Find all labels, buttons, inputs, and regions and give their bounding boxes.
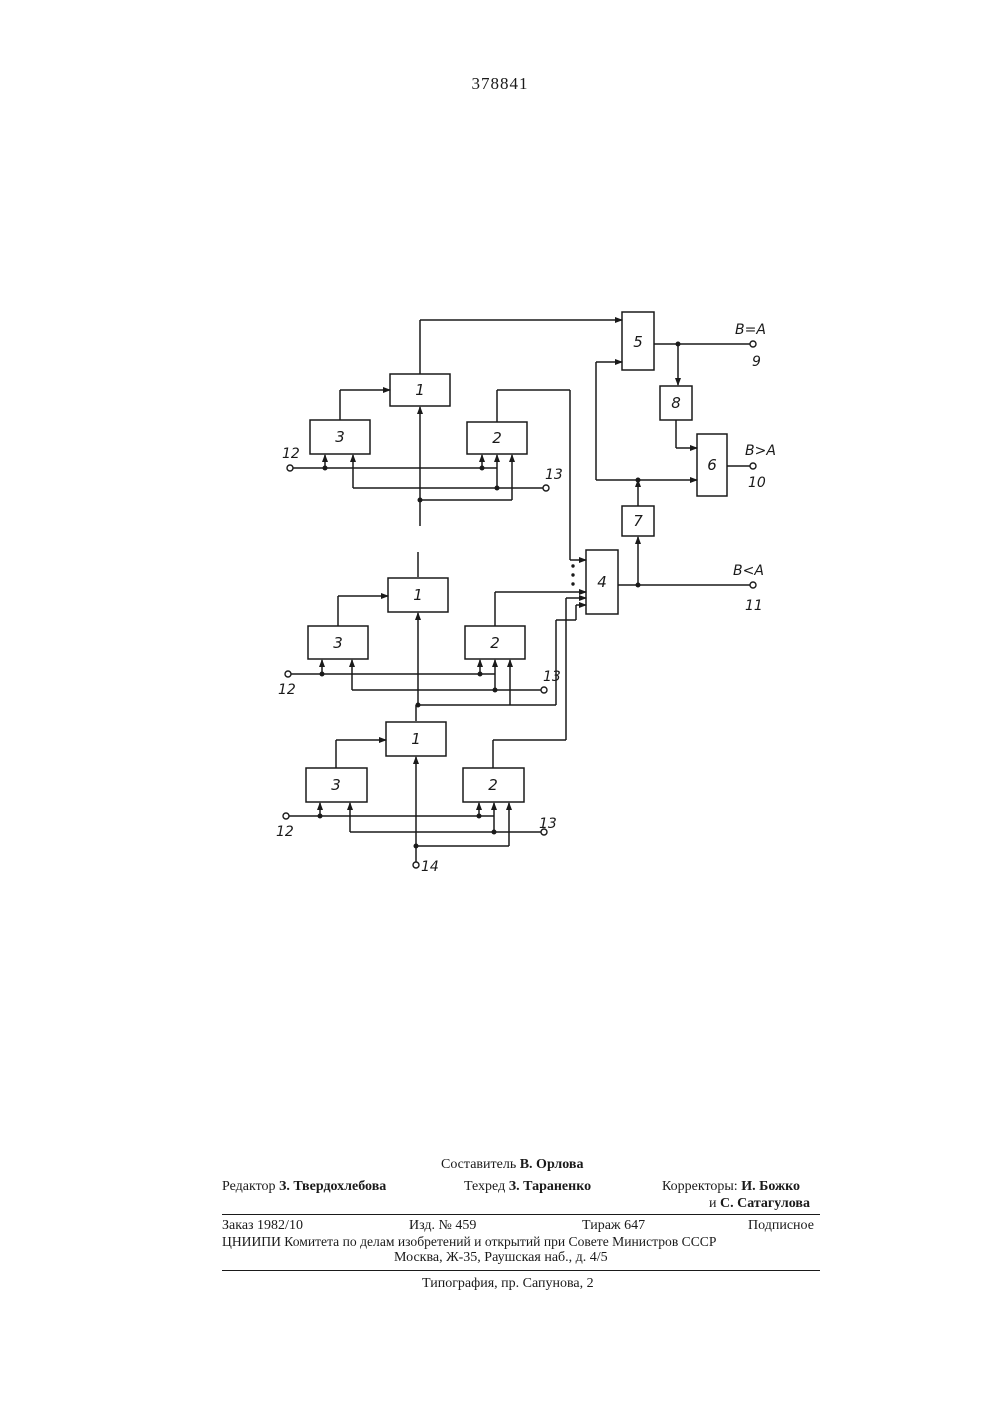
corrector-2: С. Сатагулова bbox=[720, 1196, 810, 1211]
terminal-14: 14 bbox=[421, 859, 439, 875]
order: Заказ 1982/10 bbox=[222, 1218, 303, 1234]
terminal-13-mid: 13 bbox=[543, 669, 561, 685]
correctors-line: Корректоры: И. Божко bbox=[662, 1179, 800, 1195]
printing-house: Типография, пр. Сапунова, 2 bbox=[422, 1276, 594, 1292]
editor-name: З. Твердохлебова bbox=[279, 1179, 386, 1194]
block-1-top-label: 1 bbox=[415, 381, 425, 399]
block-3-top-label: 3 bbox=[335, 428, 345, 446]
block-8-label: 8 bbox=[671, 394, 681, 412]
output-eq-number: 9 bbox=[752, 354, 761, 370]
compiler-line: Составитель В. Орлова bbox=[441, 1157, 583, 1173]
corrector-1: И. Божко bbox=[741, 1179, 800, 1194]
editor-line: Редактор З. Твердохлебова bbox=[222, 1179, 386, 1195]
editor-label: Редактор bbox=[222, 1179, 276, 1194]
terminal-12-mid: 12 bbox=[278, 682, 296, 698]
block-5-label: 5 bbox=[633, 333, 643, 351]
terminal-12-bot: 12 bbox=[276, 824, 294, 840]
block-2-mid-label: 2 bbox=[490, 634, 500, 652]
terminal-13-bot: 13 bbox=[539, 816, 557, 832]
subscription: Подписное bbox=[748, 1218, 814, 1234]
edition: Изд. № 459 bbox=[409, 1218, 476, 1234]
techred-line: Техред З. Тараненко bbox=[464, 1179, 591, 1195]
techred-name: З. Тараненко bbox=[509, 1179, 591, 1194]
corrector-2-line: и С. Сатагулова bbox=[709, 1196, 810, 1212]
top-rule bbox=[222, 1214, 820, 1215]
block-3-mid-label: 3 bbox=[333, 634, 343, 652]
publisher-line: ЦНИИПИ Комитета по делам изобретений и о… bbox=[222, 1234, 716, 1250]
terminal-12-top: 12 bbox=[282, 446, 300, 462]
output-eq-label: B=A bbox=[735, 322, 766, 338]
output-lt-label: B<A bbox=[733, 563, 764, 579]
block-7-label: 7 bbox=[633, 512, 643, 530]
compiler-name: В. Орлова bbox=[520, 1157, 584, 1172]
block-2-top-label: 2 bbox=[492, 429, 502, 447]
output-lt-number: 11 bbox=[745, 598, 763, 614]
compiler-label: Составитель bbox=[441, 1157, 516, 1172]
block-6-label: 6 bbox=[707, 456, 717, 474]
block-4-label: 4 bbox=[597, 573, 607, 591]
output-gt-number: 10 bbox=[748, 475, 766, 491]
correctors-label: Корректоры: bbox=[662, 1179, 738, 1194]
techred-label: Техред bbox=[464, 1179, 505, 1194]
corrector-2-prefix: и bbox=[709, 1196, 717, 1211]
bottom-rule bbox=[222, 1270, 820, 1271]
block-2-bot-label: 2 bbox=[488, 776, 498, 794]
block-1-bot-label: 1 bbox=[411, 730, 421, 748]
terminal-13-top: 13 bbox=[545, 467, 563, 483]
output-gt-label: B>A bbox=[745, 443, 776, 459]
block-3-bot-label: 3 bbox=[331, 776, 341, 794]
circulation: Тираж 647 bbox=[582, 1218, 645, 1234]
address-line: Москва, Ж-35, Раушская наб., д. 4/5 bbox=[394, 1250, 608, 1266]
block-1-mid-label: 1 bbox=[413, 586, 423, 604]
